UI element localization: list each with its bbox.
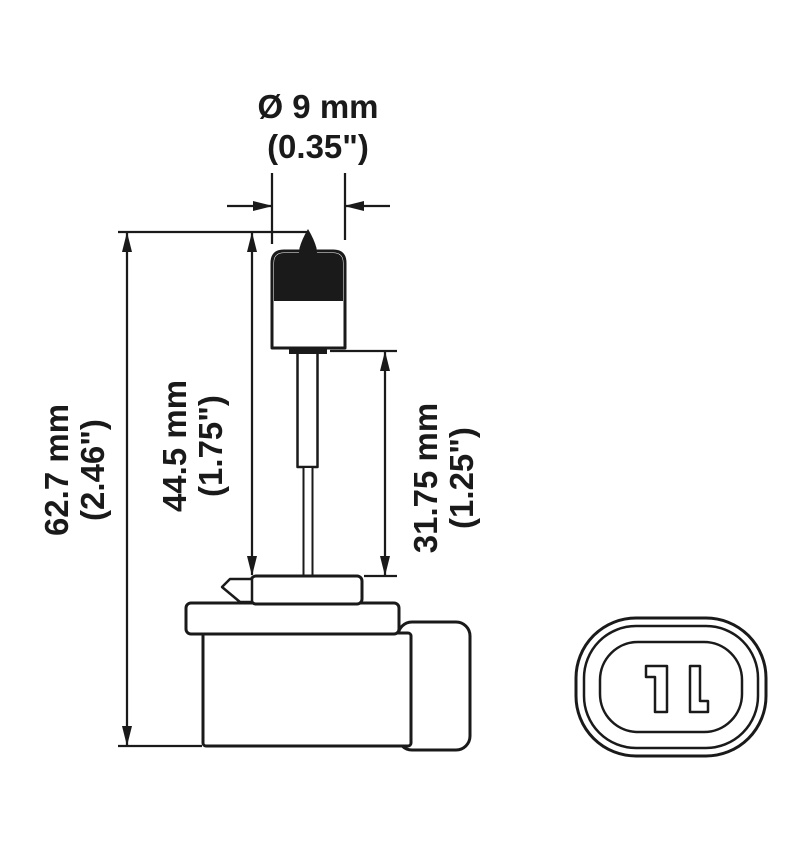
diameter-dimension: Ø 9 mm (0.35"): [227, 88, 390, 244]
base-keying-tab: [220, 577, 254, 604]
filament-bar: [289, 348, 327, 354]
connector-opening: [598, 640, 744, 734]
light-center-dimension: 31.75 mm (1.25"): [330, 349, 480, 578]
light-center-imperial-label: (1.25"): [443, 427, 480, 529]
connector-end-view: [574, 616, 768, 758]
base-to-tip-imperial-label: (1.75"): [192, 395, 229, 497]
base-mounting-flange: [184, 601, 401, 636]
connector-terminal-left: [644, 664, 669, 714]
light-center-metric-label: 31.75 mm: [407, 403, 444, 553]
base-main-body: [201, 631, 413, 748]
bulb-stem-upper: [296, 346, 319, 469]
bulb-stem-lower: [302, 466, 314, 584]
diameter-metric-label: Ø 9 mm: [257, 88, 378, 125]
base-to-tip-metric-label: 44.5 mm: [156, 380, 193, 512]
bulb-tip-coating: [274, 253, 343, 301]
diameter-imperial-label: (0.35"): [267, 128, 369, 165]
bulb-side-view: [184, 229, 472, 752]
bulb-pinch-tip: [299, 229, 317, 253]
connector-inner-shell: [582, 624, 760, 750]
connector-outer-shell: [574, 616, 768, 758]
base-collar: [249, 574, 364, 606]
overall-length-dimension: 62.7 mm (2.46"): [38, 230, 307, 748]
overall-length-imperial-label: (2.46"): [74, 419, 111, 521]
connector-terminal-right: [688, 664, 710, 714]
overall-length-metric-label: 62.7 mm: [38, 404, 75, 536]
base-to-tip-dimension: 44.5 mm (1.75"): [156, 232, 257, 576]
